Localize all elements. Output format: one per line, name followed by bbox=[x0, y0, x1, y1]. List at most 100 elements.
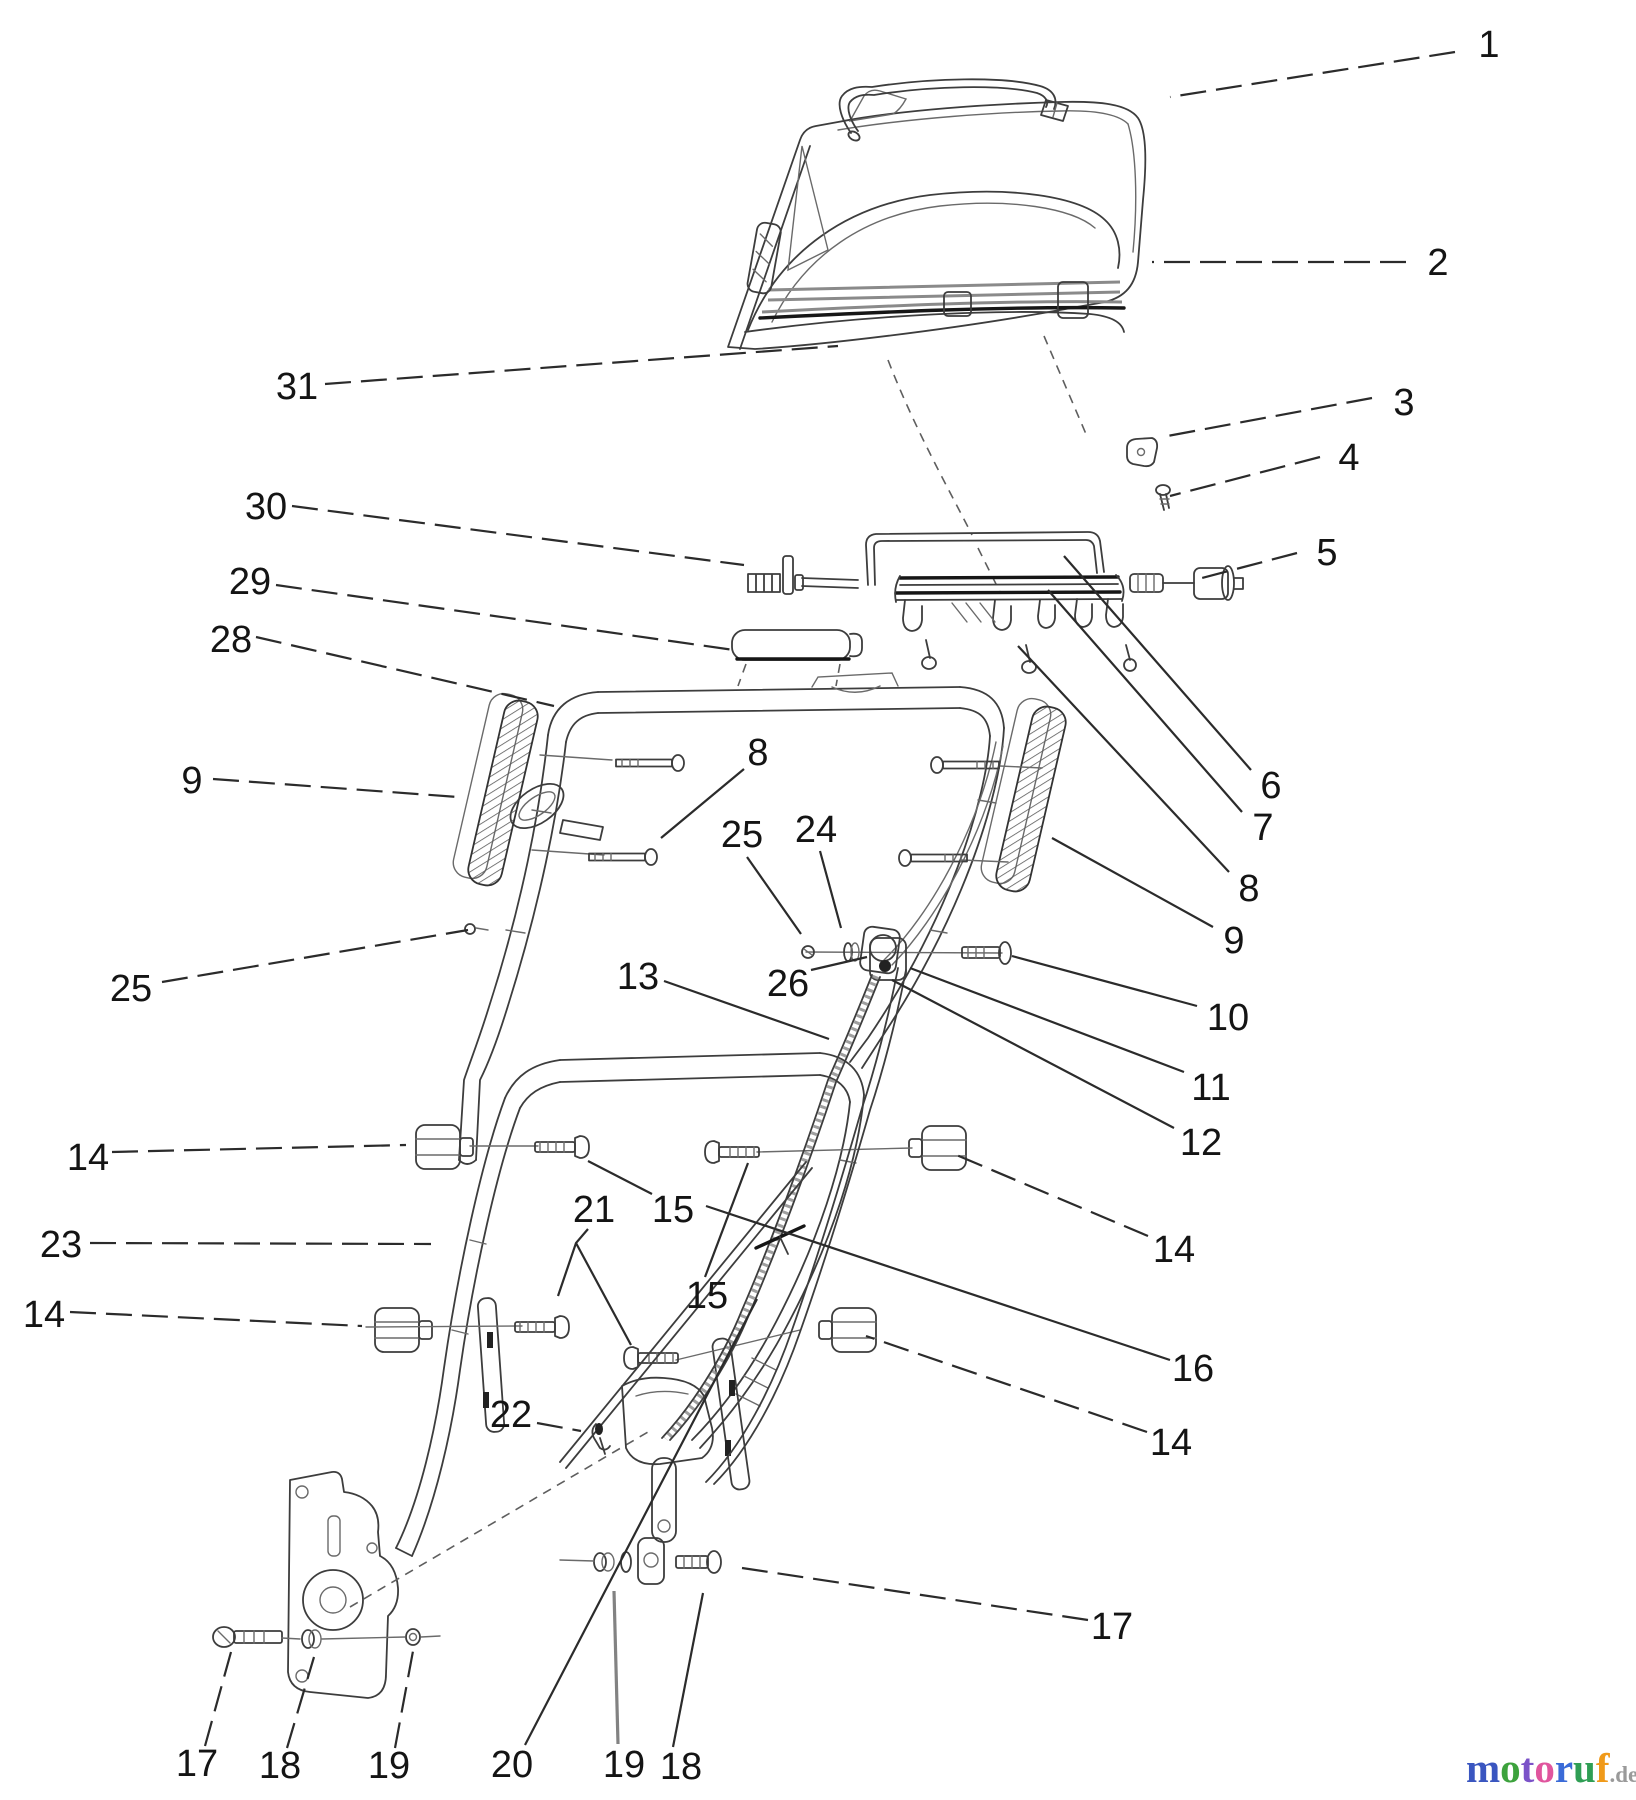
watermark-letter: r bbox=[1554, 1745, 1574, 1791]
callout-11-10: 11 bbox=[1191, 1067, 1230, 1109]
leader-line-23-23 bbox=[90, 1243, 431, 1244]
lower-handle bbox=[396, 1053, 864, 1556]
callout-15-32: 15 bbox=[686, 1275, 728, 1317]
leader-line-5-4 bbox=[1198, 553, 1297, 579]
watermark-letter: o bbox=[1500, 1745, 1521, 1791]
upper-handle bbox=[459, 673, 1004, 1164]
leader-line-3-2 bbox=[1162, 398, 1372, 437]
callout-1-0: 1 bbox=[1478, 24, 1499, 66]
leader-line-1-0 bbox=[1170, 52, 1455, 97]
callout-4-3: 4 bbox=[1338, 437, 1359, 479]
callout-30-17: 30 bbox=[245, 486, 287, 528]
callout-25-21: 25 bbox=[110, 968, 152, 1010]
leader-line-14-12 bbox=[954, 1154, 1148, 1236]
callout-6-5: 6 bbox=[1260, 765, 1281, 807]
watermark-suffix: .de bbox=[1609, 1762, 1636, 1787]
cover-clip bbox=[1127, 438, 1157, 466]
leader-line-8-25 bbox=[661, 769, 744, 838]
leader-line-9-20 bbox=[213, 779, 458, 797]
leader-line-17-15 bbox=[742, 1568, 1088, 1620]
callout-10-9: 10 bbox=[1207, 997, 1249, 1039]
callout-9-20: 9 bbox=[181, 760, 202, 802]
leader-line-21-30 bbox=[576, 1243, 631, 1345]
callout-8-25: 8 bbox=[747, 732, 768, 774]
callout-2-1: 2 bbox=[1427, 242, 1448, 284]
handle-grips bbox=[450, 691, 1068, 895]
callout-numbers: 1234567891011121416141731302928925142314… bbox=[23, 24, 1500, 1788]
leader-line-12-11 bbox=[892, 980, 1174, 1128]
leader-line-28-19 bbox=[256, 637, 554, 706]
leader-line-17-37 bbox=[205, 1652, 231, 1746]
leader-line-14-14 bbox=[866, 1336, 1147, 1432]
leader-line-13-29 bbox=[664, 981, 829, 1039]
callout-21-30: 21 bbox=[573, 1189, 615, 1231]
callout-23-23: 23 bbox=[40, 1224, 82, 1266]
callout-14-14: 14 bbox=[1150, 1422, 1192, 1464]
leader-line-10-9 bbox=[1012, 956, 1197, 1006]
leader-line-14-22 bbox=[112, 1145, 406, 1152]
callout-16-13: 16 bbox=[1172, 1348, 1214, 1390]
leader-line-18-38 bbox=[287, 1657, 314, 1748]
control-bail-assembly bbox=[748, 532, 1243, 673]
leader-line-4-3 bbox=[1170, 457, 1320, 496]
callout-17-15: 17 bbox=[1091, 1606, 1133, 1648]
leader-line-15-32 bbox=[705, 1163, 748, 1277]
drive-cables bbox=[662, 968, 906, 1484]
watermark-letter: m bbox=[1466, 1745, 1501, 1791]
callout-31-16: 31 bbox=[276, 366, 318, 408]
leader-line-7-6 bbox=[1048, 590, 1242, 812]
callout-18-38: 18 bbox=[259, 1745, 301, 1787]
cable-anchor-assembly bbox=[802, 926, 1011, 980]
callout-25-26: 25 bbox=[721, 814, 763, 856]
handle-bolts bbox=[366, 1135, 912, 1370]
callout-14-24: 14 bbox=[23, 1294, 65, 1336]
leader-line-26-28 bbox=[811, 957, 867, 970]
leader-line-11-10 bbox=[910, 968, 1184, 1072]
grass-bag-cover bbox=[728, 90, 1145, 349]
cable-clip bbox=[592, 1423, 610, 1454]
watermark-letter: t bbox=[1520, 1745, 1535, 1791]
brace-rod bbox=[560, 1162, 812, 1468]
leader-line-31-16 bbox=[325, 346, 838, 384]
callout-19-39: 19 bbox=[368, 1745, 410, 1787]
callout-13-29: 13 bbox=[617, 956, 659, 998]
callout-14-12: 14 bbox=[1153, 1229, 1195, 1271]
leader-line-19-39 bbox=[395, 1651, 413, 1748]
callout-29-18: 29 bbox=[229, 561, 271, 603]
leader-line-30-17 bbox=[292, 506, 744, 565]
bail-spring bbox=[748, 556, 793, 594]
watermark-letter: u bbox=[1573, 1745, 1596, 1791]
callout-26-28: 26 bbox=[767, 963, 809, 1005]
callout-8-7: 8 bbox=[1238, 868, 1259, 910]
callout-5-4: 5 bbox=[1316, 532, 1337, 574]
leader-line-6-5 bbox=[1064, 556, 1251, 770]
callout-17-37: 17 bbox=[176, 1743, 218, 1785]
leader-line-25-26 bbox=[747, 857, 801, 934]
callout-9-8: 9 bbox=[1223, 920, 1244, 962]
leader-line-20-34 bbox=[525, 1299, 757, 1745]
callout-19-35: 19 bbox=[603, 1744, 645, 1786]
leader-line-21-30 bbox=[558, 1229, 588, 1296]
leader-line-15-31 bbox=[588, 1161, 652, 1194]
bail-control-cable bbox=[840, 79, 1068, 142]
callout-14-22: 14 bbox=[67, 1137, 109, 1179]
leader-line-9-8 bbox=[1052, 838, 1213, 927]
leader-line-8-7 bbox=[1018, 646, 1229, 872]
handle-roller bbox=[732, 630, 862, 686]
callout-28-19: 28 bbox=[210, 619, 252, 661]
callout-18-36: 18 bbox=[660, 1746, 702, 1788]
leader-line-14-24 bbox=[70, 1312, 362, 1326]
handle-knobs bbox=[374, 1124, 967, 1353]
callout-7-6: 7 bbox=[1252, 807, 1273, 849]
handle-lock-straps bbox=[477, 1298, 750, 1491]
watermark-letter: o bbox=[1534, 1745, 1555, 1791]
left-mount-bracket bbox=[213, 1432, 648, 1698]
assembly-axis-dashes bbox=[888, 336, 1086, 592]
leader-line-29-18 bbox=[276, 585, 734, 650]
callout-20-34: 20 bbox=[491, 1744, 533, 1786]
leader-line-16-13 bbox=[706, 1206, 1170, 1360]
callout-15-31: 15 bbox=[652, 1189, 694, 1231]
leader-line-18-36 bbox=[673, 1593, 703, 1747]
